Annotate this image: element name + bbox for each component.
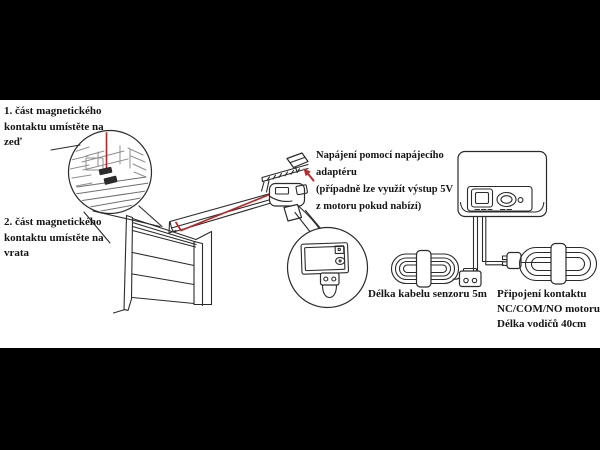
label-line: NC/COM/NO motoru xyxy=(497,303,600,315)
cable-tie-wrap xyxy=(415,249,432,288)
label-line: Délka kabelu senzoru 5m xyxy=(368,288,487,300)
power-adapter-icon xyxy=(286,152,315,182)
label-magnetic-contact-wall: 1. část magnetického kontaktu umístěte n… xyxy=(4,104,104,151)
label-line: 1. část magnetického xyxy=(4,105,102,117)
label-line: kontaktu umístěte na xyxy=(4,231,104,244)
label-line: Délka vodičů 40cm xyxy=(497,318,587,330)
sensor-cable-red-line xyxy=(175,190,279,232)
motor-sensor-port xyxy=(470,188,494,208)
label-line: Napájení pomocí napájecího xyxy=(316,150,444,161)
sensor-cable-connector xyxy=(458,270,482,288)
contact-wire-bundle xyxy=(501,242,598,285)
label-sensor-cable-length: Délka kabelu senzoru 5m xyxy=(368,287,487,303)
door-rail-illustration xyxy=(168,189,282,234)
label1-pointer-line xyxy=(50,144,81,151)
red-arrowhead-icon xyxy=(303,168,311,177)
label-magnetic-contact-door: 2. část magnetického kontaktu umístěte n… xyxy=(4,215,104,262)
label-line: kontaktu umístěte na xyxy=(4,120,104,133)
sensor-cable-coil xyxy=(390,249,482,288)
label2-pointer-line xyxy=(83,211,111,244)
label-contact-connection: Připojení kontaktu NC/COM/NO motoru Délk… xyxy=(497,287,600,332)
magnetic-contact-part-2 xyxy=(103,175,118,185)
cable-tie-wrap xyxy=(550,242,567,285)
magnetic-contact-part-1 xyxy=(98,166,113,176)
contact-plug xyxy=(506,251,522,270)
label-line: Připojení kontaktu xyxy=(497,288,587,300)
door-sensor-detail-magnifier xyxy=(286,209,369,309)
motor-wires xyxy=(472,215,504,272)
label-line: z motoru pokud nabízí) xyxy=(316,201,422,212)
label-line: adaptéru xyxy=(316,167,357,178)
label-line: 2. část magnetického xyxy=(4,216,102,228)
garage-door-illustration xyxy=(112,214,213,314)
label-power-adapter: Napájení pomocí napájecího adaptéru (pří… xyxy=(316,147,453,215)
motor-oval-button xyxy=(496,191,517,208)
motor-unit-illustration xyxy=(457,150,548,218)
wall-contact-detail-magnifier xyxy=(50,129,163,244)
label-line: (případně lze využít výstup 5V xyxy=(316,184,454,195)
label-line: zeď xyxy=(4,136,22,148)
rail-trolley-illustration xyxy=(260,163,322,232)
label-line: vrata xyxy=(4,247,30,259)
